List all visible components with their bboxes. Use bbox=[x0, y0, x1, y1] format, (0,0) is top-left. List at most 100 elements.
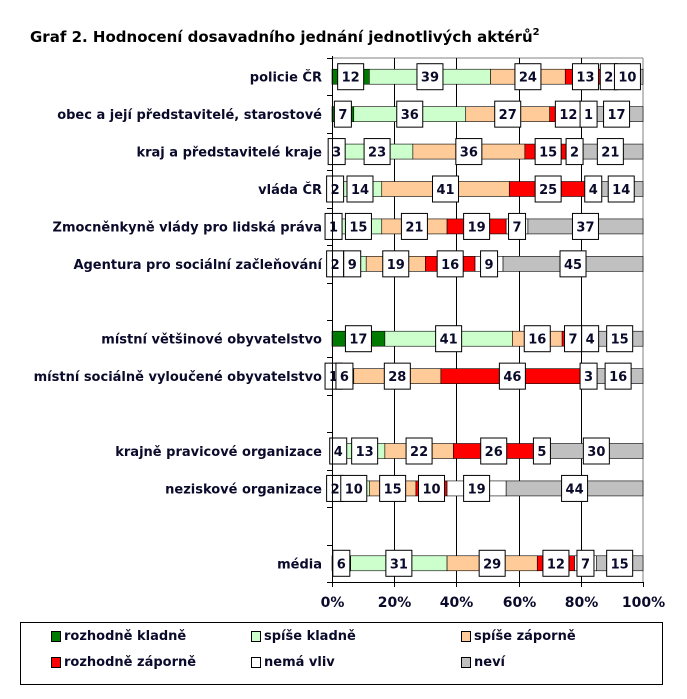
data-label: 4 bbox=[581, 325, 600, 353]
data-label-text: 14 bbox=[612, 183, 630, 198]
data-label-box bbox=[343, 250, 362, 278]
data-label-text: 16 bbox=[609, 370, 627, 385]
data-label-text: 6 bbox=[340, 370, 349, 385]
data-label: 44 bbox=[561, 474, 589, 502]
data-label-box bbox=[432, 175, 460, 203]
data-label-box bbox=[455, 138, 483, 166]
legend-item: nemá vliv bbox=[251, 655, 335, 670]
category-label: Zmocněnkyně vlády pro lidská práva bbox=[53, 220, 322, 235]
data-label-box bbox=[346, 175, 374, 203]
data-label-text: 10 bbox=[618, 71, 636, 86]
data-label-box bbox=[463, 212, 491, 240]
data-label: 36 bbox=[396, 100, 424, 128]
data-label: 4 bbox=[329, 437, 348, 465]
category-label: obec a její představitelé, starostové bbox=[57, 108, 322, 123]
data-label-box bbox=[405, 437, 433, 465]
data-label-text: 1 bbox=[329, 370, 338, 385]
data-label: 13 bbox=[351, 437, 379, 465]
data-label: 24 bbox=[514, 63, 542, 91]
data-label: 10 bbox=[418, 474, 446, 502]
data-label: 7 bbox=[508, 212, 527, 240]
data-label: 14 bbox=[346, 175, 374, 203]
data-label-text: 13 bbox=[576, 71, 594, 86]
x-tick-label: 60% bbox=[503, 595, 537, 611]
data-label-box bbox=[604, 362, 632, 390]
data-label-box bbox=[571, 63, 599, 91]
data-label-box bbox=[435, 325, 463, 353]
data-label: 9 bbox=[343, 250, 362, 278]
data-label-box bbox=[596, 138, 624, 166]
data-label: 19 bbox=[382, 250, 410, 278]
data-label-text: 12 bbox=[342, 71, 360, 86]
data-label: 2 bbox=[565, 138, 584, 166]
data-label: 1 bbox=[324, 212, 343, 240]
x-tick-label: 0% bbox=[321, 595, 345, 611]
legend-item: rozhodně kladně bbox=[51, 629, 186, 644]
data-label-box bbox=[351, 437, 379, 465]
data-label-text: 3 bbox=[332, 146, 341, 161]
data-label: 26 bbox=[480, 437, 508, 465]
data-label-box bbox=[565, 138, 584, 166]
data-label-text: 29 bbox=[483, 557, 501, 572]
data-label-text: 41 bbox=[440, 333, 458, 348]
data-label-text: 2 bbox=[331, 183, 340, 198]
data-label: 1 bbox=[579, 100, 598, 128]
data-label-text: 46 bbox=[503, 370, 521, 385]
data-label-text: 36 bbox=[460, 146, 478, 161]
data-label: 21 bbox=[400, 212, 428, 240]
data-label: 37 bbox=[571, 212, 599, 240]
data-label: 3 bbox=[327, 138, 346, 166]
data-label-box bbox=[436, 250, 464, 278]
data-label-text: 7 bbox=[581, 557, 590, 572]
data-label: 21 bbox=[596, 138, 624, 166]
data-label-text: 10 bbox=[345, 482, 363, 497]
data-label: 19 bbox=[463, 212, 491, 240]
data-label-text: 17 bbox=[608, 108, 626, 123]
data-label: 2 bbox=[326, 250, 345, 278]
data-label: 10 bbox=[340, 474, 368, 502]
data-label-text: 16 bbox=[528, 333, 546, 348]
data-label-text: 36 bbox=[401, 108, 419, 123]
category-label: média bbox=[277, 557, 322, 572]
data-label: 15 bbox=[606, 549, 634, 577]
data-label-box bbox=[340, 474, 368, 502]
data-label-text: 28 bbox=[388, 370, 406, 385]
data-label-text: 22 bbox=[410, 445, 428, 460]
legend-swatch bbox=[461, 657, 471, 668]
data-label-text: 4 bbox=[589, 183, 598, 198]
data-label-box bbox=[344, 212, 372, 240]
data-label-box bbox=[554, 100, 582, 128]
data-label-text: 15 bbox=[384, 482, 402, 497]
data-label-text: 2 bbox=[331, 482, 340, 497]
data-label-text: 15 bbox=[349, 220, 367, 235]
data-label-text: 21 bbox=[601, 146, 619, 161]
data-label: 16 bbox=[523, 325, 551, 353]
data-label-box bbox=[581, 325, 600, 353]
legend-swatch bbox=[251, 631, 261, 642]
legend-swatch bbox=[251, 657, 261, 668]
data-label-box bbox=[613, 63, 641, 91]
x-tick-labels: 0%20%40%60%80%100% bbox=[321, 595, 666, 611]
data-label: 15 bbox=[344, 212, 372, 240]
data-label-box bbox=[534, 175, 562, 203]
data-label-box bbox=[584, 175, 603, 203]
legend-swatch bbox=[51, 657, 61, 668]
data-label: 12 bbox=[542, 549, 570, 577]
data-label-text: 31 bbox=[390, 557, 408, 572]
data-label-box bbox=[463, 474, 491, 502]
data-label-box bbox=[576, 549, 595, 577]
data-label-box bbox=[418, 474, 446, 502]
data-label: 41 bbox=[435, 325, 463, 353]
data-label-box bbox=[606, 325, 634, 353]
data-label-box bbox=[494, 100, 522, 128]
data-label-text: 37 bbox=[576, 220, 594, 235]
data-label-text: 14 bbox=[351, 183, 369, 198]
data-label: 16 bbox=[604, 362, 632, 390]
data-label-box bbox=[579, 100, 598, 128]
data-label: 14 bbox=[607, 175, 635, 203]
data-label-text: 41 bbox=[436, 183, 454, 198]
x-tick-label: 20% bbox=[378, 595, 412, 611]
data-label: 5 bbox=[532, 437, 551, 465]
